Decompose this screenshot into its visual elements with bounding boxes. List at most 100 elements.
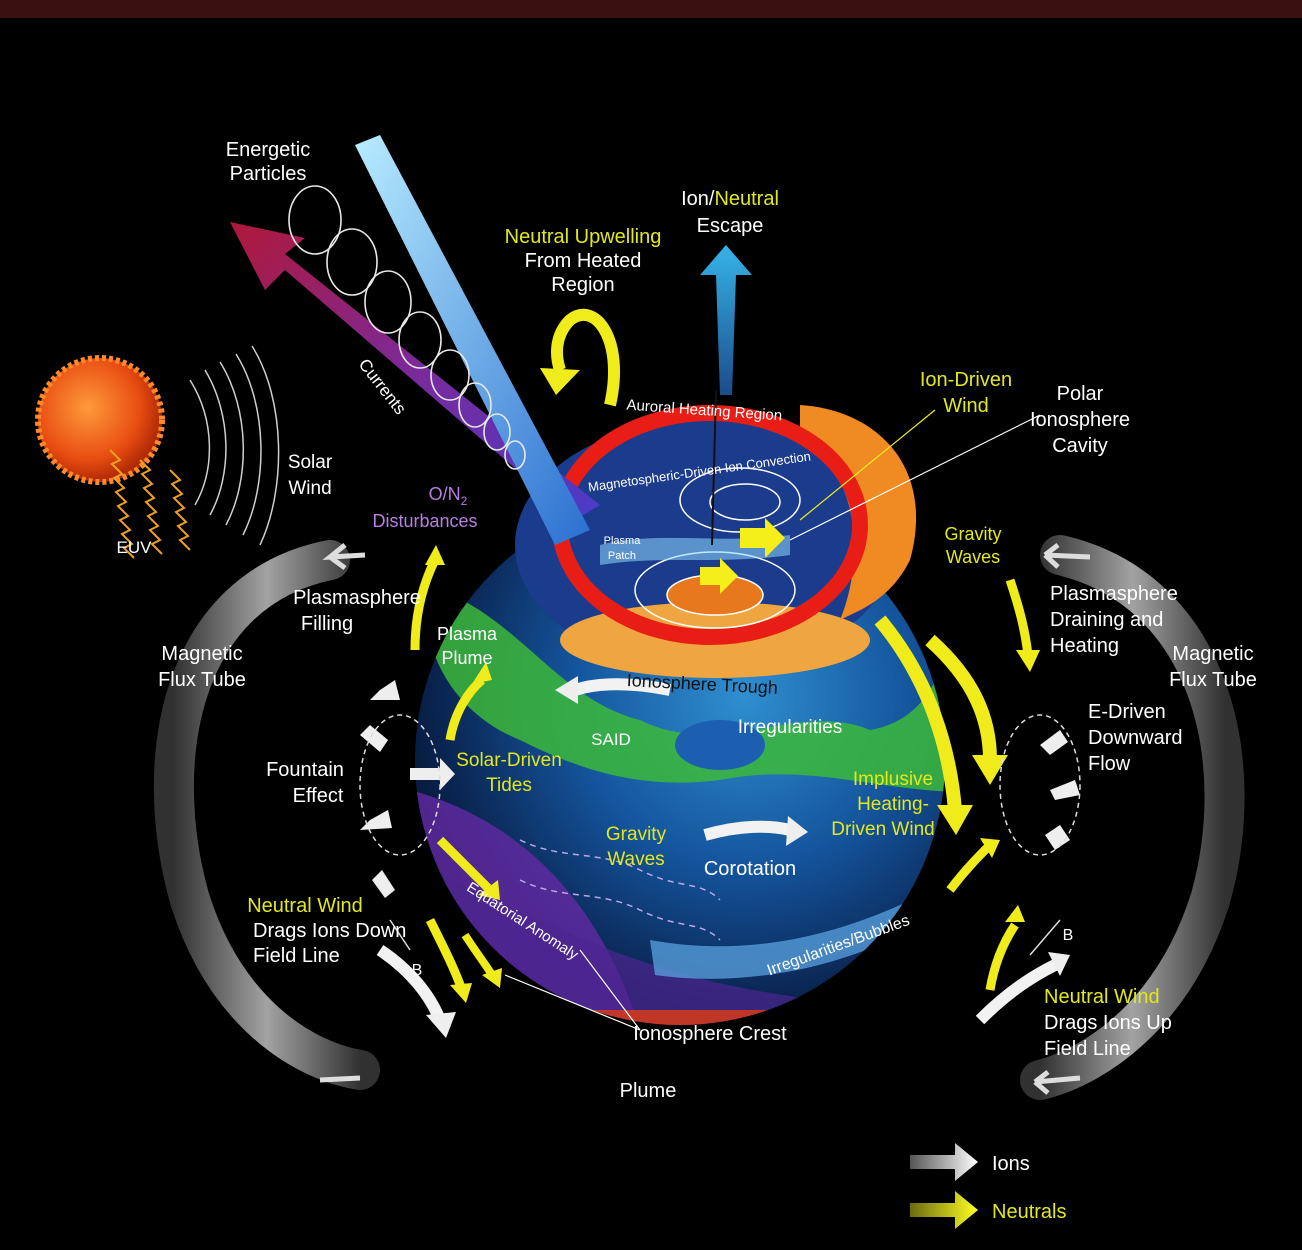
label-on2-base: O/N bbox=[429, 484, 461, 504]
legend-ions-label: Ions bbox=[992, 1153, 1030, 1175]
label-ionosphere-crest: Ionosphere Crest bbox=[633, 1023, 787, 1045]
label-gravity-waves-top-line2: Waves bbox=[946, 547, 1000, 567]
flux-tube-arrow-right-bottom bbox=[1033, 1070, 1081, 1095]
label-gravity-waves-top-line1: Gravity bbox=[944, 524, 1001, 544]
label-irregularities: Irregularities bbox=[738, 717, 843, 738]
green-aurora-zone bbox=[430, 560, 945, 792]
ion-arrows bbox=[360, 676, 1080, 1038]
neutral-upwelling-arrowhead bbox=[540, 368, 580, 395]
label-ion-part: Ion/ bbox=[681, 188, 715, 210]
leader-lines-white bbox=[504, 414, 1041, 1031]
convection-cell-top-inner bbox=[709, 483, 781, 521]
blue-hole bbox=[675, 720, 765, 770]
label-plasmasphere-filling-line2: Filling bbox=[301, 613, 353, 635]
neutral-arrow-polar-2 bbox=[700, 558, 738, 594]
dashed-wave-2 bbox=[519, 879, 721, 941]
label-e-driven-line2: Downward bbox=[1088, 727, 1182, 749]
euv-rays bbox=[109, 449, 191, 559]
label-neutral-wind-down-line2: Field Line bbox=[253, 945, 340, 967]
fountain-dashed-loops bbox=[359, 714, 1081, 856]
sun-icon bbox=[35, 355, 165, 485]
flux-tube-arrow-left-top bbox=[322, 543, 366, 571]
label-e-driven-line3: Flow bbox=[1088, 753, 1131, 775]
label-solar-wind-line1: Solar bbox=[288, 452, 333, 473]
flux-tube-arrow-left-bottom bbox=[319, 1075, 361, 1083]
label-polar-line3: Cavity bbox=[1052, 435, 1108, 457]
label-flux-tube-left-line1: Magnetic bbox=[161, 643, 242, 665]
label-e-driven-line1: E-Driven bbox=[1088, 701, 1166, 723]
label-plasmasphere-draining-line1: Plasmasphere bbox=[1050, 583, 1178, 605]
label-neutral-wind-down-line1: Drags Ions Down bbox=[253, 920, 406, 942]
label-flux-tube-right-line2: Flux Tube bbox=[1169, 669, 1257, 691]
label-flux-tube-right-line1: Magnetic bbox=[1172, 643, 1253, 665]
label-escape: Escape bbox=[697, 215, 764, 237]
b-field-line-right bbox=[1029, 919, 1061, 956]
label-said: SAID bbox=[591, 730, 631, 749]
energetic-particle-beam bbox=[355, 135, 590, 545]
solar-wind-arcs bbox=[189, 345, 280, 546]
particle-spiral bbox=[288, 185, 526, 470]
label-solar-tides-line1: Solar-Driven bbox=[456, 750, 562, 771]
label-from-heated-line2: Region bbox=[551, 274, 614, 296]
label-neutral-wind-up-title: Neutral Wind bbox=[1044, 986, 1160, 1008]
label-plasmasphere-draining-line3: Heating bbox=[1050, 635, 1119, 657]
label-energetic-particles-line1: Energetic bbox=[226, 139, 311, 161]
label-gravity-waves-mid-line2: Waves bbox=[607, 849, 664, 870]
label-plasma-plume-line1: Plasma bbox=[437, 624, 498, 644]
label-on2-line2: Disturbances bbox=[372, 511, 477, 531]
label-impulsive-line3: Driven Wind bbox=[831, 819, 934, 840]
label-polar-line1: Polar bbox=[1057, 383, 1104, 405]
earth-globe bbox=[415, 405, 945, 1025]
neutral-arrow-polar-1 bbox=[740, 518, 785, 558]
label-energetic-particles: Energetic Particles bbox=[226, 139, 311, 185]
label-solar-wind-line2: Wind bbox=[288, 478, 331, 499]
legend: Ions Neutrals bbox=[910, 1143, 1066, 1229]
label-b-right: B bbox=[1063, 927, 1074, 944]
legend-neutrals-label: Neutrals bbox=[992, 1201, 1066, 1223]
escape-field-line bbox=[711, 389, 717, 546]
label-fountain-line2: Effect bbox=[293, 785, 344, 807]
neutral-arrows bbox=[410, 545, 1040, 1003]
label-on2-sub: 2 bbox=[461, 494, 468, 508]
neutral-upwelling-arrow bbox=[551, 308, 620, 407]
top-border bbox=[0, 0, 1302, 18]
label-plasma-patch-line2: Patch bbox=[608, 550, 636, 562]
label-euv: EUV bbox=[117, 538, 153, 557]
label-impulsive-line1: Implusive bbox=[853, 769, 933, 790]
label-neutral-wind-down-title: Neutral Wind bbox=[247, 895, 363, 917]
label-fountain-line1: Fountain bbox=[266, 759, 344, 781]
label-ion-neutral: Ion/Neutral bbox=[681, 188, 779, 210]
leader-lines bbox=[799, 409, 936, 521]
label-neutral-part: Neutral bbox=[714, 188, 778, 210]
label-plasma-patch-line1: Plasma bbox=[604, 535, 642, 547]
label-from-heated-line1: From Heated bbox=[525, 250, 642, 272]
label-gravity-waves-mid-line1: Gravity bbox=[606, 824, 667, 845]
label-plasmasphere-filling-line1: Plasmasphere bbox=[293, 587, 421, 609]
dashed-wave-1 bbox=[519, 839, 721, 901]
legend-ions-arrow bbox=[910, 1143, 978, 1181]
label-solar-tides-line2: Tides bbox=[486, 775, 532, 796]
label-polar-line2: Ionosphere bbox=[1030, 409, 1130, 431]
label-b-left: B bbox=[412, 962, 423, 979]
label-plasma-plume-line2: Plume bbox=[441, 648, 492, 668]
label-flux-tube-left-line2: Flux Tube bbox=[158, 669, 246, 691]
label-corotation: Corotation bbox=[704, 858, 796, 880]
label-neutral-wind-up-line2: Field Line bbox=[1044, 1038, 1131, 1060]
label-neutral-wind-up-line1: Drags Ions Up bbox=[1044, 1012, 1172, 1034]
label-energetic-particles-line2: Particles bbox=[230, 163, 307, 185]
escape-arrow bbox=[700, 245, 752, 395]
bubbles-band bbox=[650, 880, 945, 979]
label-impulsive-line2: Heating- bbox=[857, 794, 929, 815]
label-on2-line1: O/N2 bbox=[429, 484, 468, 508]
label-ion-driven-line2: Wind bbox=[943, 395, 989, 417]
legend-neutrals-arrow bbox=[910, 1191, 978, 1229]
label-plume: Plume bbox=[620, 1080, 677, 1102]
left-flux-tube bbox=[153, 540, 380, 1090]
label-ion-driven-line1: Ion-Driven bbox=[920, 369, 1012, 391]
right-flux-tube bbox=[1020, 535, 1245, 1100]
b-field-line-left bbox=[389, 919, 411, 951]
flux-tube-arrow-right-top bbox=[1043, 543, 1091, 569]
label-neutral-upwelling: Neutral Upwelling bbox=[505, 226, 662, 248]
label-plasmasphere-draining-line2: Draining and bbox=[1050, 609, 1163, 631]
